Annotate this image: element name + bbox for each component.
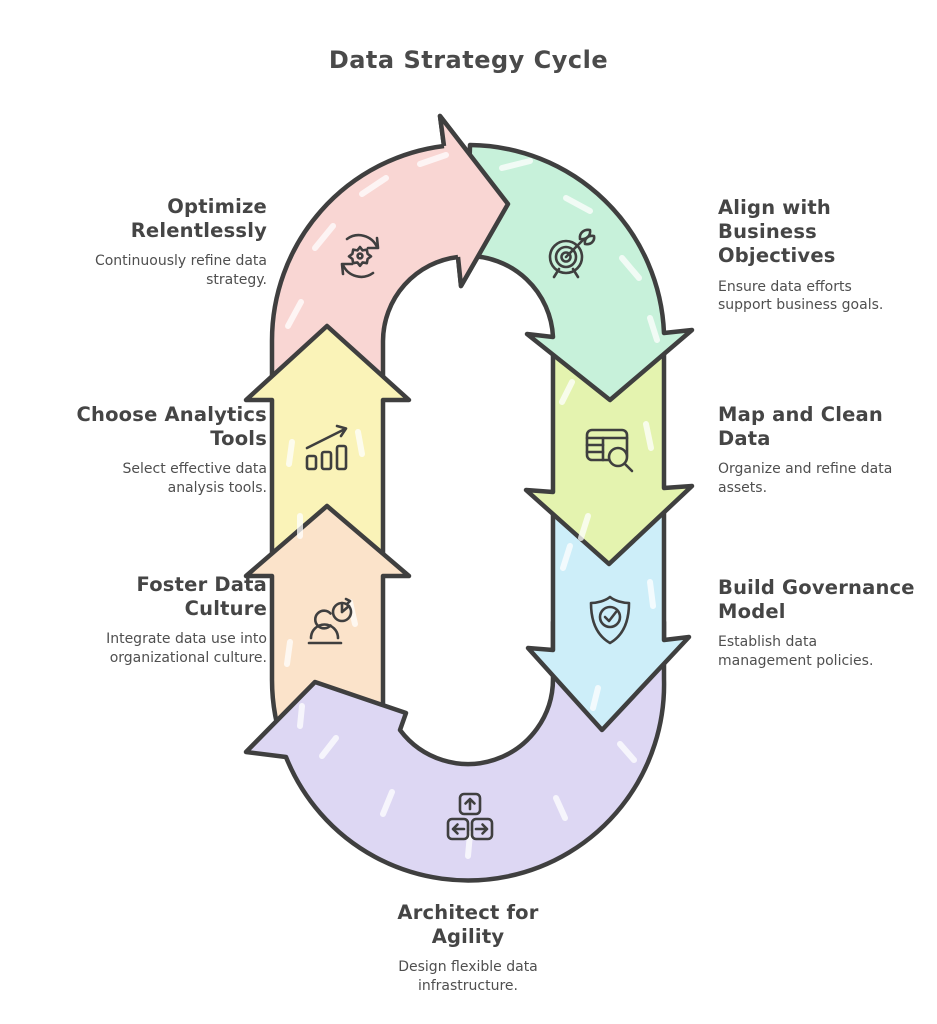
- refresh-gear-icon: [340, 233, 380, 279]
- step-label-govern: Build Governance Model Establish data ma…: [718, 576, 928, 670]
- step-description: Integrate data use into organizational c…: [106, 631, 267, 666]
- segment-arrow-optimize-head: [440, 116, 508, 286]
- target-arrow-icon: [548, 228, 596, 279]
- step-title: Align with Business Objectives: [718, 196, 836, 268]
- arrow-keys-icon: [446, 792, 494, 841]
- step-label-optimize: Optimize Relentlessly Continuously refin…: [47, 195, 267, 289]
- step-label-align: Align with Business Objectives Ensure da…: [718, 196, 928, 314]
- segment-arrow-optimize-head-outline: [437, 113, 511, 289]
- step-title: Map and Clean Data: [718, 403, 883, 451]
- table-search-icon: [585, 428, 634, 473]
- bar-chart-trend-icon: [305, 424, 348, 471]
- step-title: Optimize Relentlessly: [130, 195, 267, 243]
- step-title: Choose Analytics Tools: [76, 403, 267, 451]
- step-label-tools: Choose Analytics Tools Select effective …: [47, 403, 267, 497]
- step-description: Continuously refine data strategy.: [94, 253, 267, 288]
- step-description: Establish data management policies.: [718, 634, 874, 669]
- step-title: Foster Data Culture: [136, 573, 267, 621]
- segment-arrow-align: [464, 142, 695, 403]
- page-title: Data Strategy Cycle: [328, 46, 609, 74]
- step-description: Organize and refine data assets.: [718, 461, 893, 496]
- step-title: Build Governance Model: [718, 576, 915, 624]
- sketch-streaks: [284, 152, 660, 859]
- person-chart-icon: [307, 597, 353, 645]
- step-label-architect: Architect for Agility Design flexible da…: [352, 901, 584, 995]
- shield-check-icon: [589, 595, 631, 645]
- step-description: Ensure data efforts support business goa…: [718, 278, 884, 313]
- segment-arrow-architect: [243, 619, 667, 883]
- step-label-culture: Foster Data Culture Integrate data use i…: [47, 573, 267, 667]
- step-label-map: Map and Clean Data Organize and refine d…: [718, 403, 928, 497]
- step-description: Design flexible data infrastructure.: [398, 959, 538, 994]
- step-title: Architect for Agility: [397, 901, 539, 949]
- step-description: Select effective data analysis tools.: [122, 461, 267, 496]
